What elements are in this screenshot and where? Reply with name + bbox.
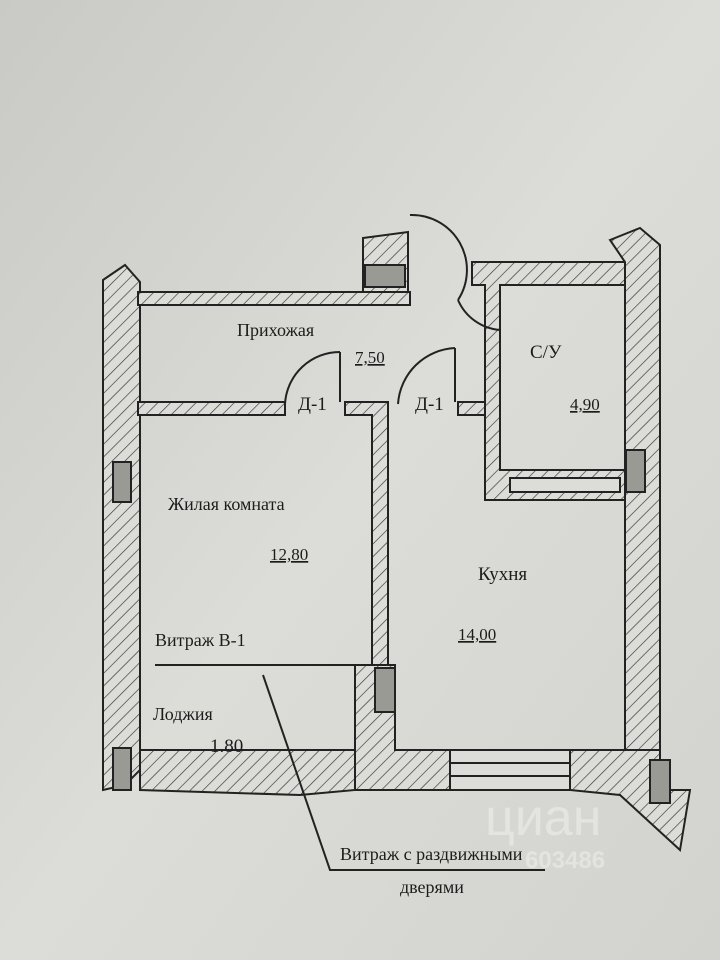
room-name-bathroom: С/У (530, 342, 562, 363)
room-name-loggia: Лоджия (153, 704, 213, 724)
room-name-kitchen: Кухня (478, 564, 527, 585)
watermark-brand: циан (485, 789, 601, 847)
room-area-loggia: 1.80 (210, 736, 243, 757)
leader-line (262, 674, 545, 871)
door-label-1: Д-1 (298, 394, 327, 415)
room-area-hall: 7,50 (355, 348, 385, 367)
sliding-window-label-line2: дверями (400, 877, 464, 897)
room-area-bathroom: 4,90 (570, 395, 600, 414)
columns (112, 264, 671, 804)
window-frames (155, 477, 621, 791)
watermark: циан 603486 (485, 789, 605, 874)
door-label-2: Д-1 (415, 394, 444, 415)
room-name-living: Жилая комната (168, 494, 285, 514)
window-label-b1: Витраж В-1 (155, 630, 246, 650)
room-name-hall: Прихожая (237, 320, 314, 340)
room-area-kitchen: 14,00 (458, 625, 496, 644)
room-area-living: 12,80 (270, 545, 308, 564)
watermark-id: 603486 (525, 847, 605, 874)
door-swings (284, 213, 501, 405)
sliding-window-label-line1: Витраж с раздвижными (340, 844, 523, 864)
